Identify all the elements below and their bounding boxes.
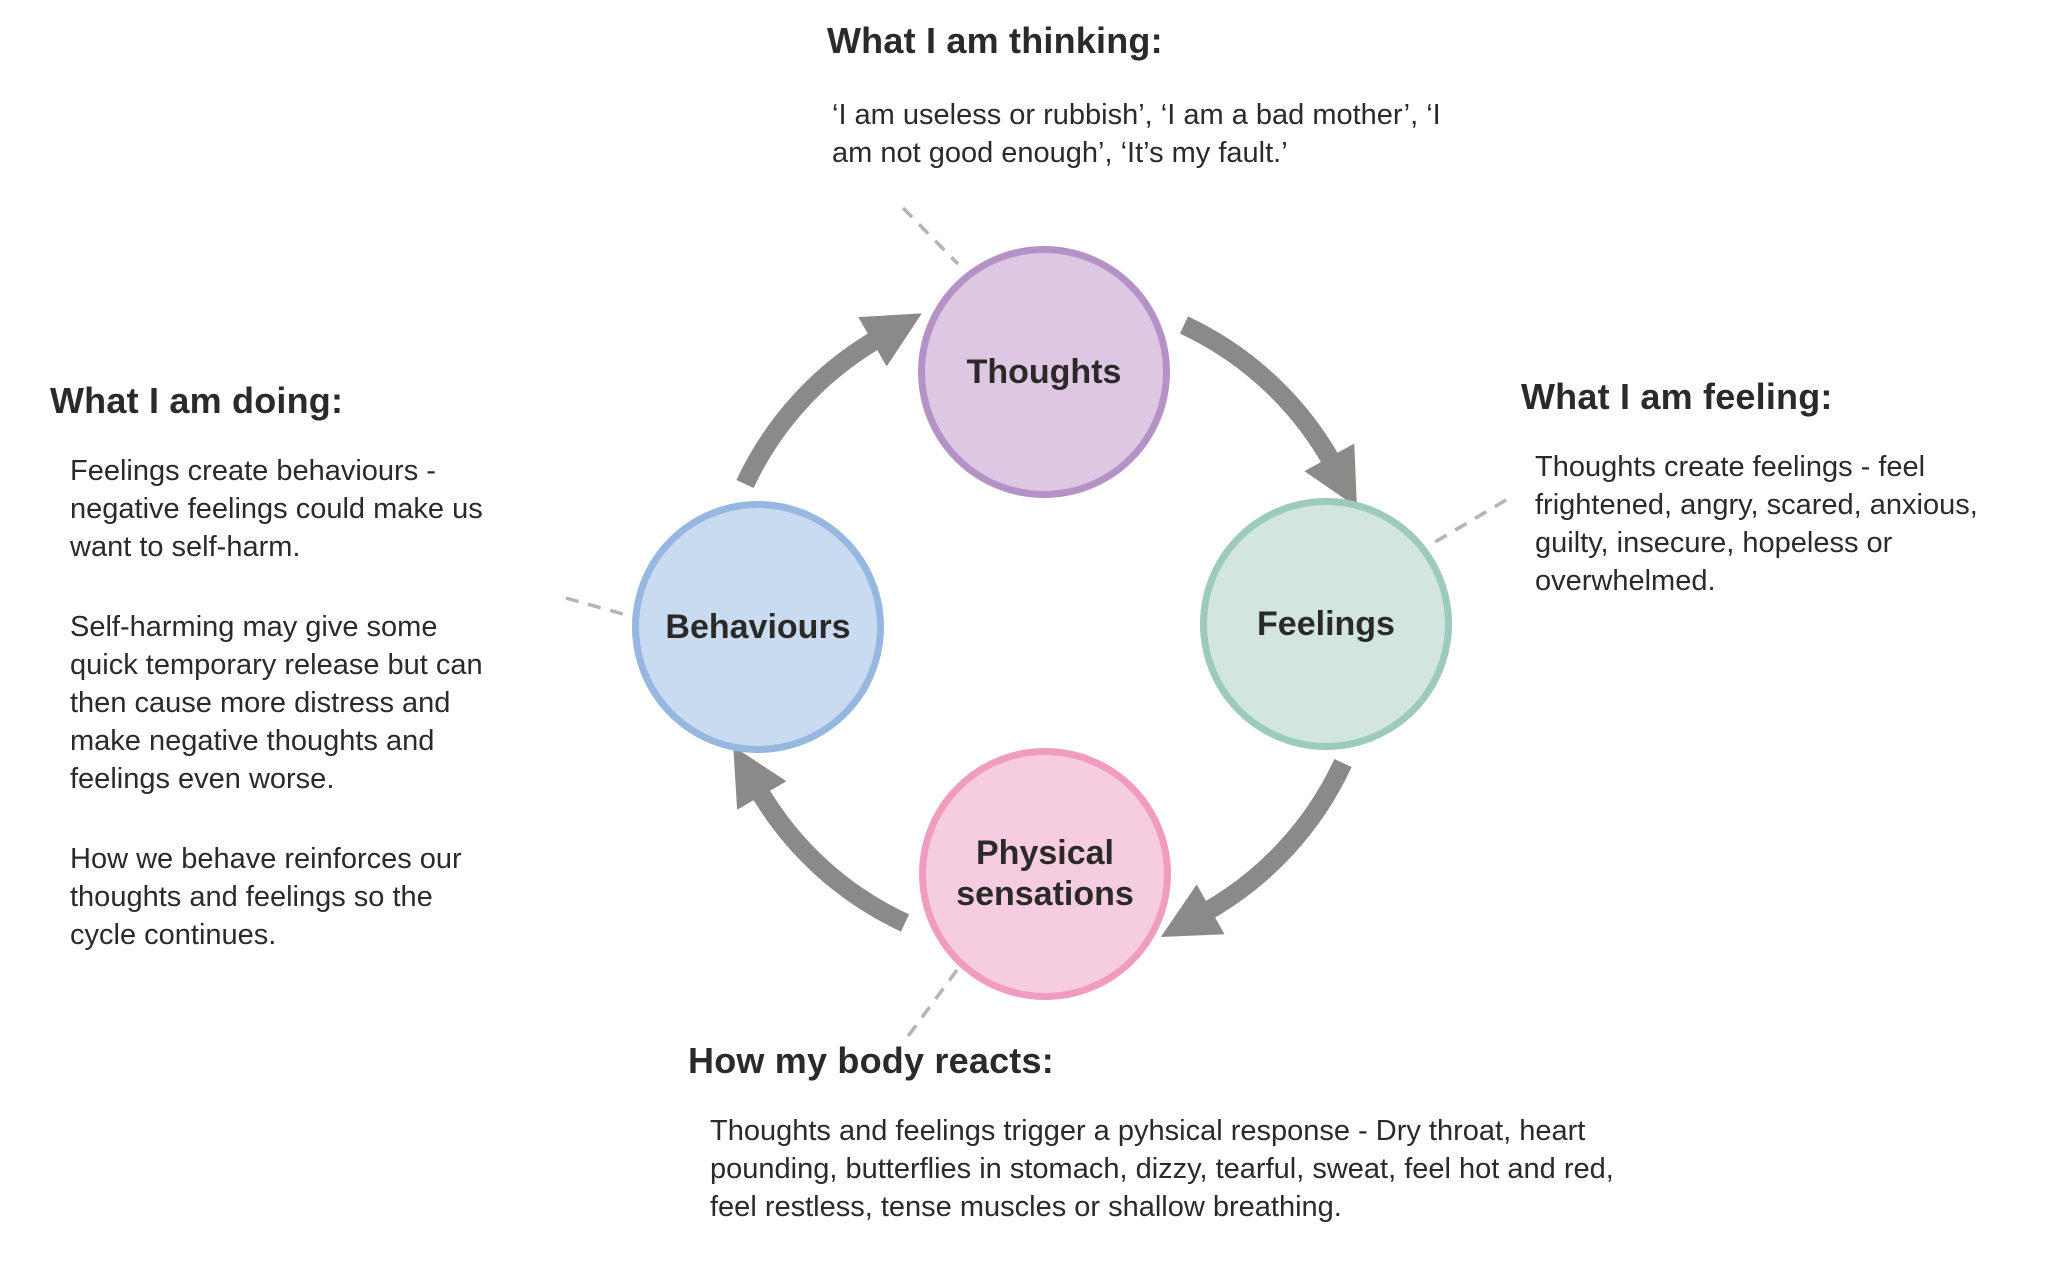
- arrow-feelings-to-physical: [1160, 759, 1352, 938]
- thinking-heading: What I am thinking:: [827, 20, 1163, 61]
- node-feelings-label: Feelings: [1257, 604, 1395, 643]
- feeling-heading: What I am feeling:: [1521, 376, 1833, 417]
- arrow-behaviours-to-thoughts: [736, 313, 922, 489]
- node-feelings: Feelings: [1200, 498, 1452, 750]
- node-behaviours-label: Behaviours: [665, 607, 851, 646]
- node-behaviours: Behaviours: [632, 501, 884, 753]
- body-reacts-text: Thoughts and feelings trigger a pyhsical…: [710, 1115, 1614, 1223]
- body-reacts-heading: How my body reacts:: [688, 1040, 1054, 1081]
- thinking-text: ‘I am useless or rubbish’, ‘I am a bad m…: [832, 99, 1441, 169]
- connector-feeling-to-feelings: [1429, 498, 1507, 547]
- connector-thinking-to-thoughts: [901, 206, 960, 266]
- arrow-physical-to-behaviours: [733, 746, 909, 932]
- doing-paragraph-1: Feelings create behaviours -negative fee…: [70, 455, 483, 563]
- node-thoughts: Thoughts: [918, 246, 1170, 498]
- connector-physical-to-reacts: [901, 968, 959, 1045]
- doing-heading: What I am doing:: [50, 380, 344, 421]
- arrow-thoughts-to-feelings: [1179, 316, 1357, 508]
- doing-text: Feelings create behaviours -negative fee…: [70, 452, 483, 954]
- connector-doing-to-behaviours: [565, 596, 638, 620]
- node-thoughts-label: Thoughts: [966, 352, 1122, 391]
